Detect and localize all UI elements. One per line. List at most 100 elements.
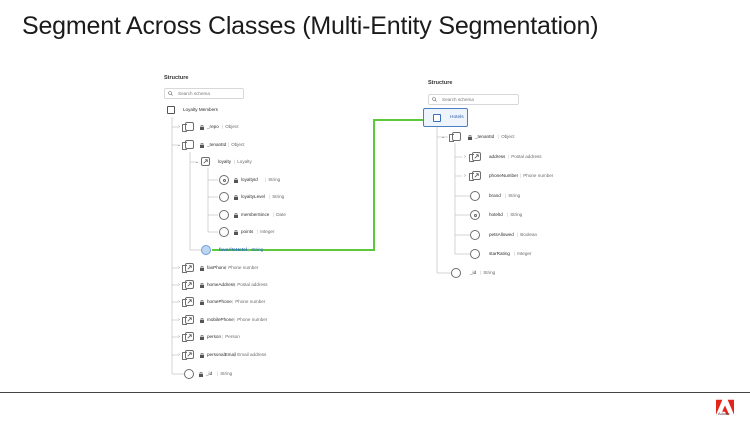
- field-name: homeAddress: [207, 282, 236, 287]
- field-name: person: [207, 334, 222, 339]
- tree-row[interactable]: › person |Person: [176, 330, 276, 344]
- field-name: loyaltyLevel: [241, 194, 266, 199]
- tree-row[interactable]: › mobilePhone |Phone number: [176, 313, 276, 327]
- field-type: |Postal address: [508, 154, 542, 159]
- chevron-down-icon[interactable]: ⌄: [194, 159, 200, 165]
- field-name: hotelId: [489, 212, 503, 217]
- field-type: |Integer: [514, 251, 532, 256]
- tree-row[interactable]: _id |String: [184, 367, 264, 381]
- tree-row[interactable]: › homeAddress |Postal address: [176, 278, 276, 292]
- field-name: homePhone: [207, 299, 232, 304]
- chevron-right-icon[interactable]: ›: [178, 282, 180, 288]
- field-icon: [470, 249, 480, 259]
- field-type: |String: [265, 177, 281, 182]
- field-icon: [219, 227, 229, 237]
- tree-row[interactable]: petsAllowed |Boolean: [470, 228, 560, 242]
- chevron-right-icon[interactable]: ›: [178, 265, 180, 271]
- tree-row[interactable]: › homePhone |Phone number: [176, 295, 276, 309]
- field-name: personalEmail: [207, 352, 237, 357]
- link-icon: [182, 315, 194, 325]
- field-type: |Loyalty: [234, 159, 252, 164]
- tree-row-selected[interactable]: favoriteHotel |String: [201, 243, 291, 257]
- field-name: petsAllowed: [489, 232, 514, 237]
- lock-icon: [234, 213, 238, 218]
- chevron-right-icon[interactable]: ›: [178, 317, 180, 323]
- field-type: |Object: [498, 134, 515, 139]
- search-input[interactable]: Search schema: [428, 94, 519, 105]
- lock-icon: [200, 335, 204, 340]
- field-icon: [470, 230, 480, 240]
- link-icon: [182, 280, 194, 290]
- field-type: |Phone number: [520, 173, 554, 178]
- tree-row[interactable]: ⌄ _tenantId |Object: [440, 130, 530, 144]
- tree-row[interactable]: starRating |Integer: [470, 247, 560, 261]
- link-icon: [182, 297, 194, 307]
- field-name: memberSince: [241, 212, 270, 217]
- link-icon: [182, 332, 194, 342]
- field-name: _tenantId: [475, 134, 495, 139]
- field-icon: [470, 191, 480, 201]
- field-type: |String: [507, 212, 523, 217]
- tree-row[interactable]: loyaltyLevel |String: [219, 190, 309, 204]
- schema-icon: [433, 114, 441, 122]
- field-type: |String: [248, 247, 264, 252]
- field-type: |Boolean: [517, 232, 538, 237]
- object-icon: [449, 132, 461, 142]
- tree-row[interactable]: brand |String: [470, 189, 560, 203]
- chevron-right-icon[interactable]: ›: [178, 352, 180, 358]
- adobe-wordmark: Adobe: [718, 411, 730, 416]
- chevron-right-icon[interactable]: ›: [178, 124, 180, 130]
- search-icon: [168, 91, 173, 96]
- tree-row[interactable]: loyaltyId |String: [219, 173, 309, 187]
- tree-row[interactable]: › _repo |Object: [176, 120, 246, 134]
- lock-icon: [200, 318, 204, 323]
- chevron-right-icon[interactable]: ›: [178, 334, 180, 340]
- link-icon: [469, 171, 481, 181]
- field-type: |Postal address: [234, 282, 268, 287]
- tree-row[interactable]: › personalEmail |Email address: [176, 348, 276, 362]
- field-name: _id: [470, 270, 477, 275]
- lock-icon: [234, 178, 238, 183]
- tree-row[interactable]: points |Integer: [219, 225, 309, 239]
- identity-icon: [470, 210, 480, 220]
- field-type: |Date: [273, 212, 286, 217]
- lock-icon: [234, 195, 238, 200]
- field-icon: [219, 210, 229, 220]
- identity-icon: [219, 175, 229, 185]
- tree-row[interactable]: memberSince |Date: [219, 208, 309, 222]
- tree-row[interactable]: ⌄ loyalty |Loyalty: [194, 155, 264, 169]
- tree-row[interactable]: ⌄ _tenantId |Object: [176, 138, 256, 152]
- lock-icon: [200, 143, 204, 148]
- chevron-right-icon[interactable]: ›: [178, 299, 180, 305]
- adobe-logo-icon: [716, 399, 734, 415]
- link-icon: [182, 350, 194, 360]
- chevron-right-icon[interactable]: ›: [464, 173, 466, 179]
- schema-root-hotels[interactable]: Hotels: [423, 108, 468, 127]
- field-name: _id: [206, 371, 213, 376]
- field-name: _repo: [207, 124, 219, 129]
- field-type: |Phone number: [225, 265, 259, 270]
- field-type: |Integer: [257, 229, 275, 234]
- field-type: |String: [269, 194, 285, 199]
- tree-row[interactable]: hotelId |String: [470, 208, 560, 222]
- tree-row[interactable]: › phoneNumber |Phone number: [462, 169, 572, 183]
- field-type: |Object: [222, 124, 239, 129]
- field-type: |Phone number: [232, 299, 266, 304]
- link-icon: [469, 152, 481, 162]
- chevron-down-icon[interactable]: ⌄: [440, 134, 446, 140]
- lock-icon: [200, 353, 204, 358]
- search-input[interactable]: Search schema: [164, 88, 244, 99]
- field-type: |String: [505, 193, 521, 198]
- field-type: |Person: [222, 334, 240, 339]
- tree-row[interactable]: › address |Postal address: [462, 150, 562, 164]
- structure-label: Structure: [428, 80, 453, 86]
- tree-row[interactable]: _id |String: [451, 266, 531, 280]
- field-name: starRating: [489, 251, 510, 256]
- schema-root[interactable]: Loyalty Members: [167, 103, 247, 117]
- chevron-right-icon[interactable]: ›: [464, 154, 466, 160]
- footer-divider: [0, 392, 750, 393]
- field-type: |String: [217, 371, 233, 376]
- tree-row[interactable]: › faxPhone |Phone number: [176, 261, 276, 275]
- chevron-down-icon[interactable]: ⌄: [176, 142, 182, 148]
- field-name: faxPhone: [207, 265, 227, 270]
